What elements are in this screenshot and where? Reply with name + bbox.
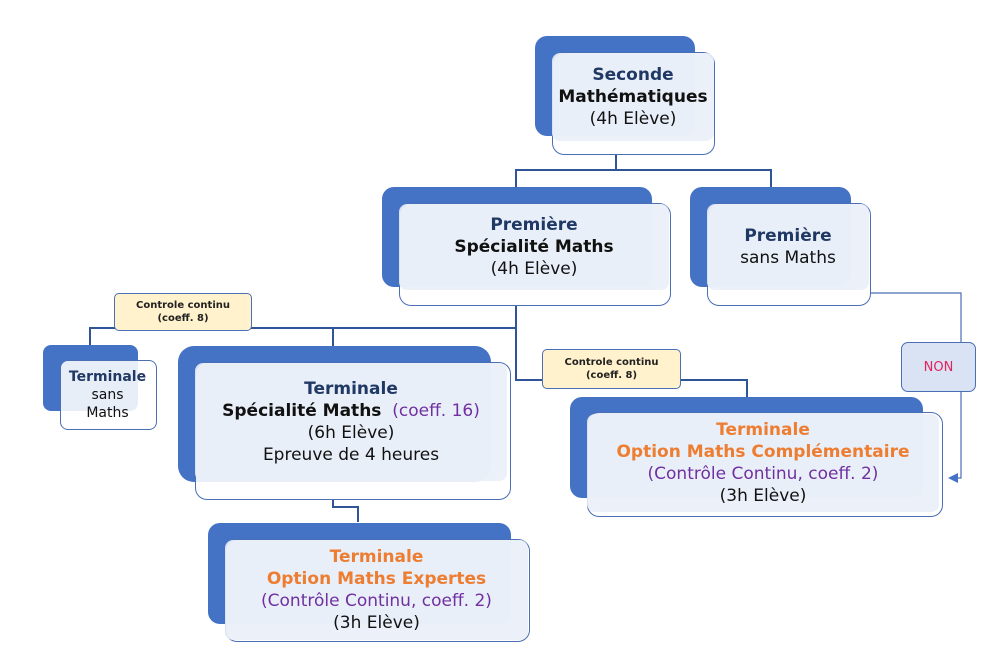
terminale-comp-hours: (3h Elève): [719, 486, 807, 506]
connector-spe-expertes: [332, 500, 359, 522]
terminale-comp-assessment: (Contrôle Continu, coeff. 2): [647, 464, 879, 484]
label-left-line1: Controle continu: [136, 300, 230, 311]
terminale-comp-subtitle: Option Maths Complémentaire: [616, 442, 910, 462]
arrow-head: [948, 473, 958, 483]
seconde-hours: (4h Elève): [589, 109, 677, 129]
terminale-spe-coeff: (coeff. 16): [392, 401, 480, 421]
terminale-comp-title: Terminale: [716, 420, 810, 440]
terminale-sans-line2: Maths: [86, 405, 129, 421]
terminale-expertes-title: Terminale: [329, 547, 424, 567]
terminale-expertes-hours: (3h Elève): [333, 613, 420, 633]
label-controle-continu-right: Controle continu (coeff. 8): [542, 349, 681, 389]
premiere-sans-title: Première: [744, 226, 832, 246]
label-left-line2: (coeff. 8): [157, 313, 209, 324]
label-controle-continu-left: Controle continu (coeff. 8): [114, 293, 252, 331]
premiere-sans-subtitle: sans Maths: [740, 248, 836, 268]
terminale-sans-line1: sans: [91, 387, 124, 403]
label-right-line2: (coeff. 8): [585, 370, 638, 381]
terminale-expertes-subtitle: Option Maths Expertes: [266, 569, 487, 589]
premiere-spe-title: Première: [490, 215, 578, 235]
seconde-title: Seconde: [592, 65, 674, 85]
terminale-spe-subtitle: Spécialité Maths: [222, 401, 382, 421]
terminale-sans-title: Terminale: [68, 369, 147, 385]
terminale-spe-exam: Epreuve de 4 heures: [262, 445, 440, 465]
terminale-spe-title: Terminale: [304, 379, 398, 399]
non-label: NON: [923, 359, 954, 375]
premiere-spe-subtitle: Spécialité Maths: [454, 237, 614, 257]
terminale-spe-hours: (6h Elève): [307, 423, 395, 443]
connector-seconde-premiere: [515, 155, 772, 188]
label-right-line1: Controle continu: [564, 357, 659, 368]
connector-premiere-terminale: [89, 305, 748, 398]
premiere-spe-hours: (4h Elève): [490, 259, 578, 279]
terminale-expertes-assessment: (Contrôle Continu, coeff. 2): [261, 591, 492, 611]
seconde-subtitle: Mathématiques: [558, 87, 708, 107]
non-badge: NON: [901, 342, 976, 392]
